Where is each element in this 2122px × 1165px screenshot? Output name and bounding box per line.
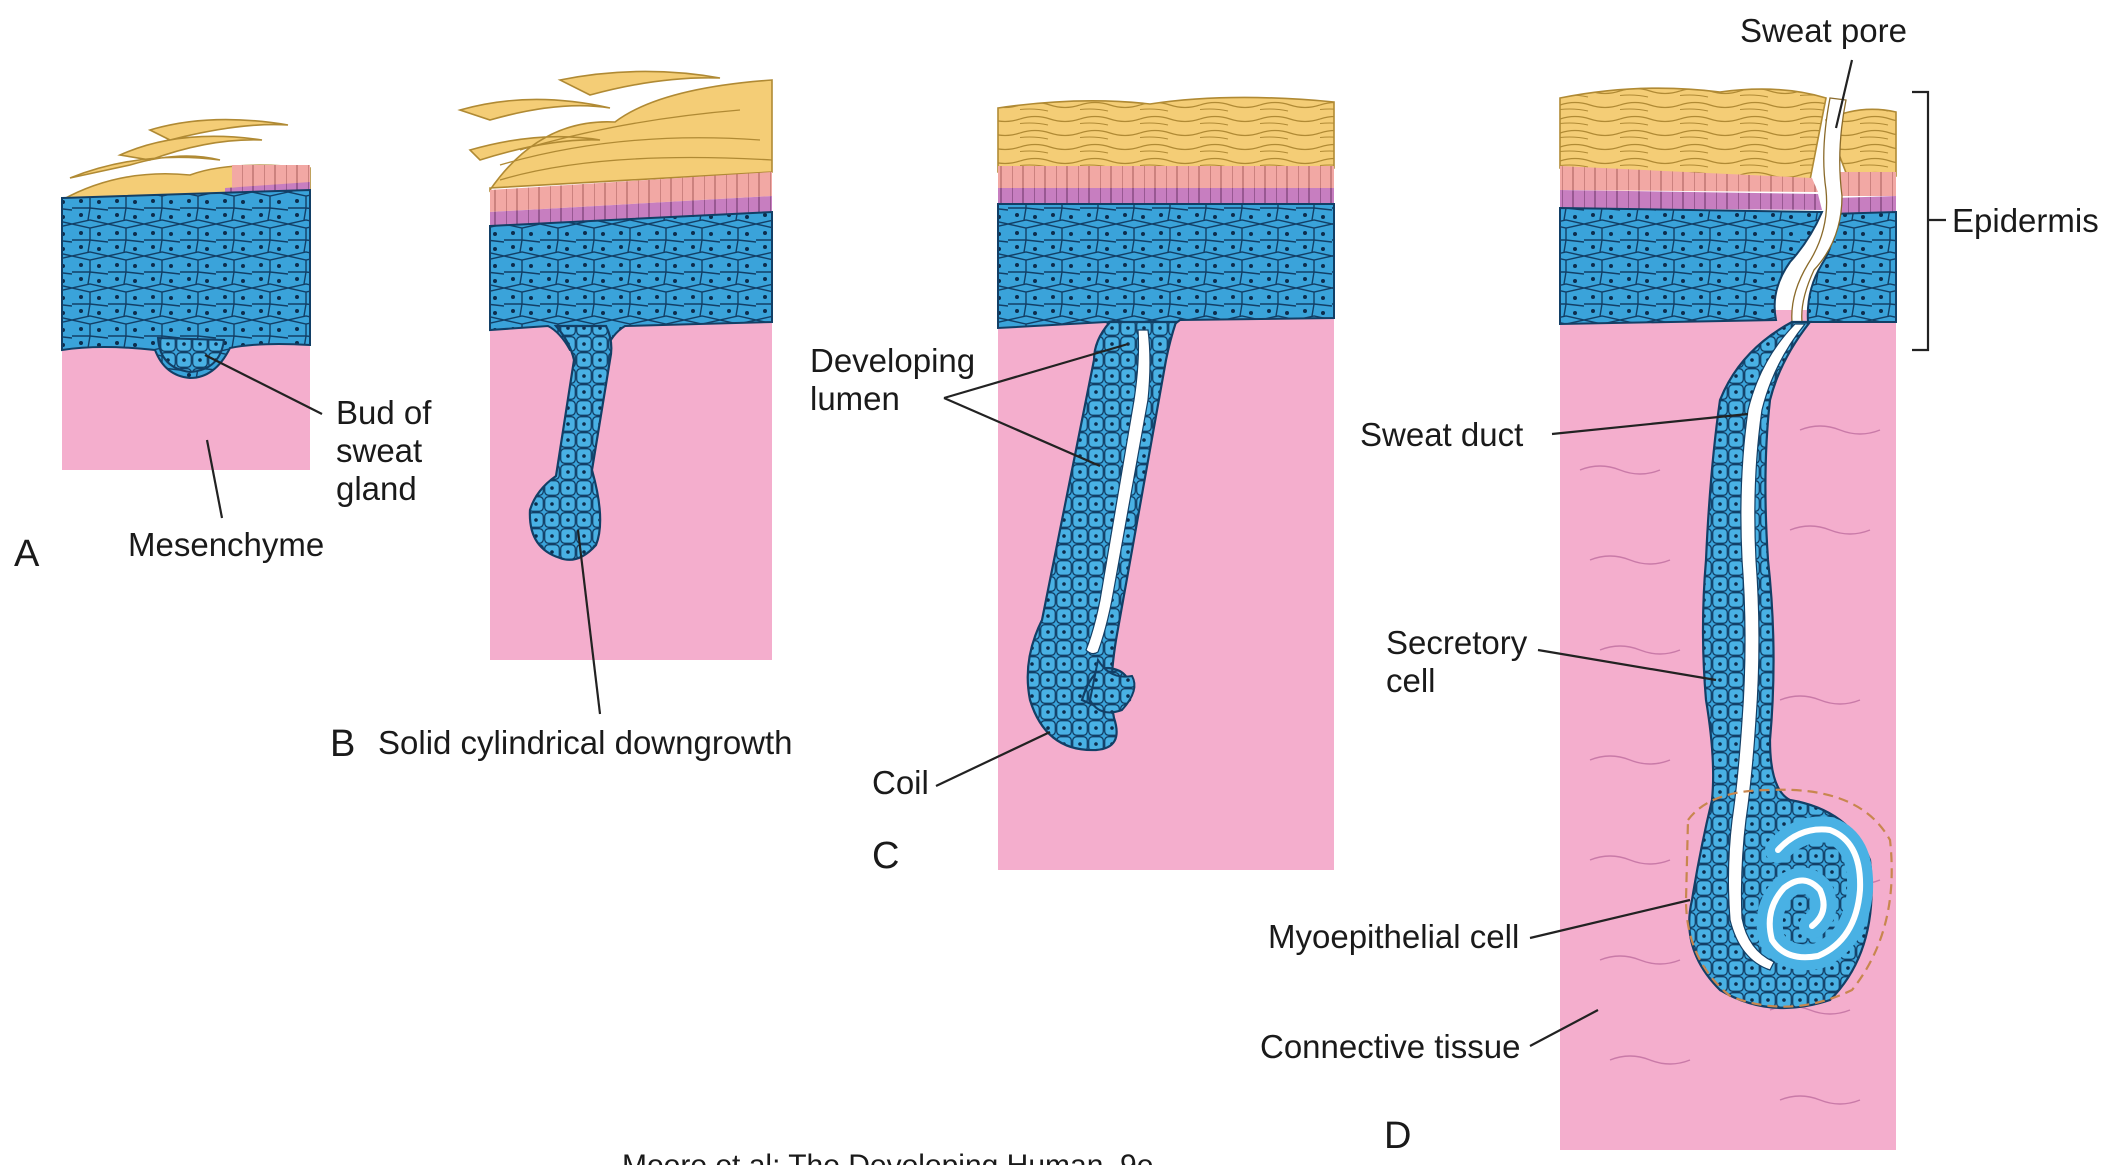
panel-d (1529, 59, 1946, 1150)
panel-c-letter: C (872, 835, 899, 877)
panel-d-letter: D (1384, 1115, 1411, 1157)
coil-tip (1088, 657, 1136, 714)
panel-a (61, 118, 323, 519)
stratum-granulosum-d (1560, 166, 1896, 196)
connective-tissue-leader-line (1529, 1009, 1599, 1047)
sweat-duct-leader-line (1551, 412, 1749, 436)
epidermis-bracket (1912, 90, 1946, 352)
myoepithelial-leader-line (1529, 898, 1691, 940)
mesenchyme-leader-line (205, 439, 224, 519)
bud-label-line1: Bud of (336, 394, 432, 431)
stratum-granulosum-b (490, 172, 772, 212)
bud-label-line2: sweat (336, 432, 422, 469)
epidermis-cells-a (61, 188, 311, 380)
myoepithelial-cell-label: Myoepithelial cell (1268, 918, 1519, 955)
stratum-basale-purple-b (490, 196, 772, 228)
bud-label-line3: gland (336, 470, 417, 507)
sweat-pore-label: Sweat pore (1740, 12, 1907, 49)
panel-c (935, 96, 1335, 870)
mesenchyme-label: Mesenchyme (128, 526, 324, 563)
sweat-gland-bud (156, 336, 226, 374)
developing-lumen (1085, 329, 1151, 655)
panel-b (457, 70, 773, 715)
developing-lumen-label-line1: Developing (810, 342, 975, 379)
stratum-basale-purple-d (1560, 190, 1896, 214)
connective-tissue-label: Connective tissue (1260, 1028, 1520, 1065)
secretory-cell-leader-line (1537, 648, 1717, 682)
coil-leader-line (935, 731, 1051, 787)
source-credit: Moore et al: The Developing Human, 9e (622, 1149, 1153, 1165)
epidermis-label: Epidermis (1952, 202, 2099, 239)
secretory-cell-label-line1: Secretory (1386, 624, 1528, 661)
stratum-basale-purple-c (998, 188, 1334, 204)
stratum-corneum-b (457, 70, 773, 193)
stratum-corneum-c (997, 96, 1335, 173)
solid-downgrowth-label: Solid cylindrical downgrowth (378, 724, 793, 761)
bud-leader-line (204, 354, 323, 415)
developing-lumen-label-line2: lumen (810, 380, 900, 417)
solid-cylindrical-downgrowth (528, 324, 613, 561)
stratum-granulosum-c (998, 166, 1334, 188)
panel-a-letter: A (14, 533, 40, 575)
lumen-leader-line-upper (943, 342, 1129, 400)
secretory-cell-label-line2: cell (1386, 662, 1436, 699)
sweat-duct-lumen (1727, 323, 1807, 971)
dermis-region-b (490, 310, 772, 660)
stratum-granulosum-a (232, 165, 310, 187)
coil-label: Coil (872, 764, 929, 801)
sweat-pore-leader-line (1834, 59, 1854, 129)
sweat-duct-label: Sweat duct (1360, 416, 1523, 453)
panel-b-letter: B (330, 723, 355, 765)
epidermis-cells-d (1559, 206, 1897, 326)
downgrowth-leader-line (576, 529, 602, 715)
lumen-leader-line-lower (943, 396, 1101, 468)
